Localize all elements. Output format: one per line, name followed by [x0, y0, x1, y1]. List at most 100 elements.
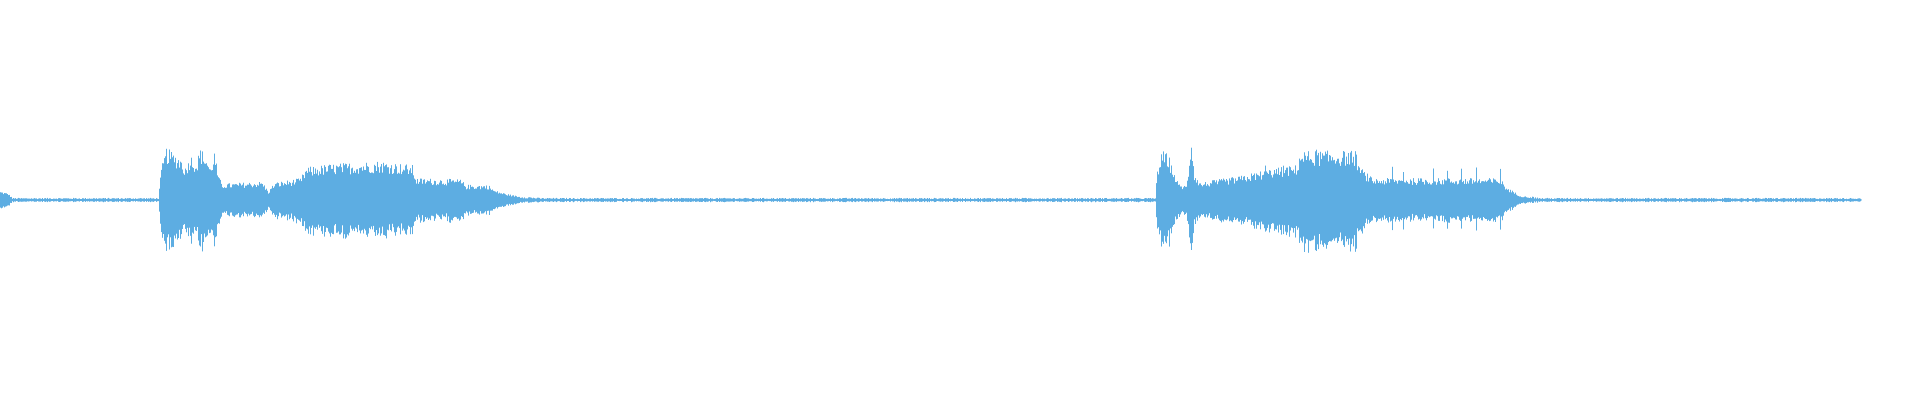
waveform-bar	[152, 198, 153, 202]
waveform-bar	[1812, 198, 1813, 202]
waveform-bar	[1671, 198, 1672, 202]
waveform-bar	[923, 198, 924, 202]
waveform-bar	[44, 198, 45, 202]
waveform-bar	[901, 198, 902, 203]
waveform-bar	[28, 198, 29, 202]
waveform-bar	[808, 198, 809, 202]
waveform-bar	[1669, 198, 1670, 202]
waveform-bar	[329, 164, 330, 234]
waveform-bar	[791, 198, 792, 202]
waveform-bar	[877, 198, 878, 202]
waveform-bar	[1709, 198, 1710, 202]
waveform-bar	[1789, 198, 1790, 202]
waveform-bar	[243, 182, 244, 217]
waveform-bar	[1539, 198, 1540, 202]
waveform-bar	[866, 198, 867, 202]
waveform-bar	[771, 198, 772, 202]
waveform-bar	[1582, 198, 1583, 201]
waveform-bar	[1035, 198, 1036, 201]
waveform-bar	[1239, 176, 1240, 222]
waveform-bar	[1001, 198, 1002, 202]
waveform-bar	[258, 185, 259, 216]
waveform-bar	[1564, 198, 1565, 202]
waveform-bar	[943, 198, 944, 202]
waveform-bar	[1075, 198, 1076, 202]
waveform-bar	[581, 198, 582, 202]
waveform-bar	[979, 199, 980, 202]
waveform-bar	[1607, 198, 1608, 202]
waveform-bar	[251, 185, 252, 214]
waveform-bar	[617, 199, 618, 201]
waveform-bar	[669, 198, 670, 202]
waveform-bar	[462, 183, 463, 217]
waveform-bar	[535, 198, 536, 202]
waveform-bar	[1306, 160, 1307, 239]
waveform-bar	[1133, 198, 1134, 202]
waveform-bar	[883, 198, 884, 202]
waveform-bar	[1477, 182, 1478, 219]
waveform-bar	[29, 198, 30, 202]
waveform-bar	[337, 166, 338, 233]
waveform-bar	[1354, 165, 1355, 236]
waveform-bar	[252, 187, 253, 212]
waveform-bar	[368, 166, 369, 234]
waveform-bar	[765, 198, 766, 202]
waveform-bar	[1120, 198, 1121, 202]
waveform-bar	[972, 198, 973, 202]
waveform-bar	[687, 198, 688, 202]
waveform-bar	[1484, 181, 1485, 219]
waveform-bar	[1206, 185, 1207, 215]
waveform-bar	[1221, 179, 1222, 223]
waveform-bar	[1507, 189, 1508, 211]
waveform-bar	[900, 198, 901, 202]
waveform-bar	[85, 198, 86, 202]
waveform-bar	[1160, 167, 1161, 231]
waveform-bar	[83, 198, 84, 202]
waveform-bar	[679, 198, 680, 202]
waveform-bar	[1320, 151, 1321, 245]
waveform-bar	[526, 198, 527, 202]
waveform-bar	[1061, 197, 1062, 203]
waveform-bar	[684, 198, 685, 202]
waveform-bar	[932, 199, 933, 202]
waveform-bar	[779, 198, 780, 202]
waveform-bar	[92, 198, 93, 202]
waveform-bar	[1110, 198, 1111, 202]
waveform-bar	[128, 198, 129, 202]
waveform-bar	[1441, 184, 1442, 216]
waveform-bar	[208, 167, 209, 230]
waveform-bar	[1031, 198, 1032, 202]
waveform-bar	[1138, 198, 1139, 203]
waveform-bar	[1363, 173, 1364, 227]
waveform-bar	[832, 198, 833, 203]
waveform-bar	[1830, 198, 1831, 202]
waveform-bar	[647, 198, 648, 202]
waveform-bar	[1504, 186, 1505, 213]
waveform-bar	[27, 198, 28, 202]
waveform-bar	[1559, 198, 1560, 203]
waveform-bar	[606, 198, 607, 202]
waveform-bar	[247, 184, 248, 217]
waveform-bar	[404, 170, 405, 231]
waveform-bar	[696, 198, 697, 202]
waveform-bar	[281, 181, 282, 218]
waveform-bar	[595, 198, 596, 202]
waveform-bar	[146, 198, 147, 202]
waveform-bar	[78, 198, 79, 202]
waveform-bar	[1327, 150, 1328, 245]
waveform-bar	[298, 178, 299, 220]
waveform-bar	[628, 199, 629, 201]
waveform-bar	[132, 198, 133, 202]
waveform-bar	[1510, 189, 1511, 211]
waveform-bar	[1016, 198, 1017, 202]
waveform-bar	[89, 198, 90, 202]
waveform-bar	[390, 168, 391, 230]
waveform-bar	[1767, 198, 1768, 202]
waveform-bar	[896, 198, 897, 202]
waveform-bar	[872, 198, 873, 203]
waveform-bar	[1486, 181, 1487, 219]
waveform-bar	[1294, 173, 1295, 228]
waveform-bar	[1019, 198, 1020, 202]
waveform-bar	[1291, 170, 1292, 228]
